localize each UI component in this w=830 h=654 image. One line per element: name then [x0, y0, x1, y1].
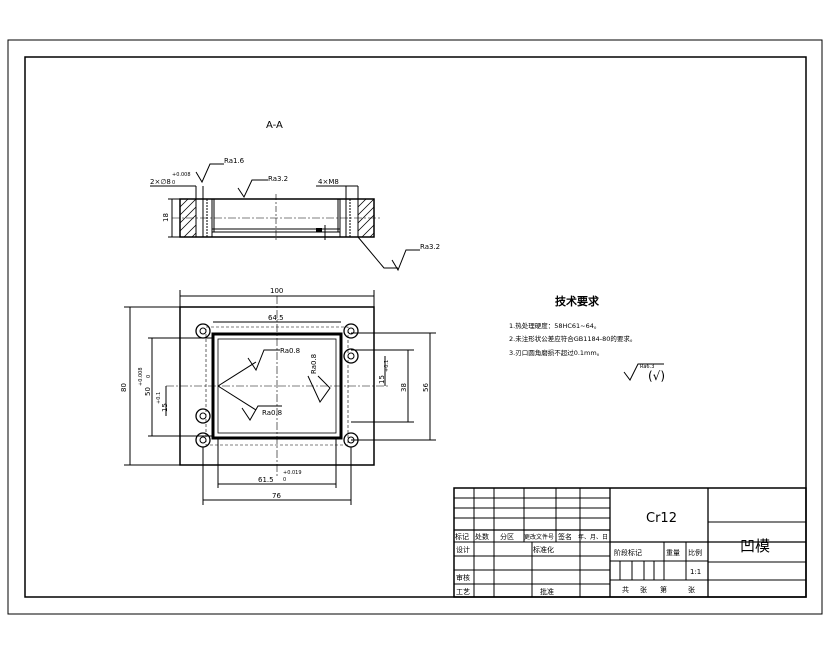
- svg-text:标记: 标记: [455, 532, 469, 541]
- hole-ml: [195, 408, 211, 424]
- hole-mr: [343, 348, 359, 364]
- svg-text:比例: 比例: [688, 548, 702, 557]
- svg-text:重量: 重量: [666, 549, 680, 557]
- part-name: 凹模: [740, 537, 770, 555]
- svg-text:签名: 签名: [558, 532, 572, 541]
- svg-text:审核: 审核: [456, 573, 470, 582]
- svg-text:Ra1.6: Ra1.6: [224, 157, 245, 165]
- tech-requirements: 技术要求 1.热处理硬度：58HC61~64。 2.未注形状公差应符合GB118…: [509, 294, 665, 383]
- material: Cr12: [646, 511, 677, 526]
- svg-text:分区: 分区: [500, 532, 514, 541]
- svg-text:80: 80: [120, 383, 128, 392]
- hole-bl: [195, 432, 211, 448]
- svg-text:0: 0: [146, 375, 152, 378]
- svg-text:38: 38: [400, 383, 408, 392]
- svg-text:2×∅8: 2×∅8: [150, 178, 171, 186]
- svg-text:工艺: 工艺: [456, 588, 470, 596]
- title-block: Cr12 凹模 标记 处数 分区 更改文件号 签名 年、月、日 设计 标准化 审…: [453, 487, 807, 598]
- svg-text:标准化: 标准化: [533, 545, 554, 554]
- tech-item: 1.热处理硬度：58HC61~64。: [509, 321, 600, 330]
- svg-text:设计: 设计: [456, 545, 470, 554]
- svg-text:0: 0: [172, 180, 175, 186]
- plan-view: [166, 296, 388, 476]
- roughness-symbols-plan: Ra0.8 Ra0.8 Ra0.8: [241, 347, 331, 421]
- tech-item: 3.刃口圆角磨损不超过0.1mm。: [509, 348, 603, 357]
- svg-text:0: 0: [283, 477, 286, 483]
- section-label: A-A: [266, 120, 283, 131]
- svg-text:100: 100: [270, 287, 283, 295]
- svg-text:Ra0.8: Ra0.8: [280, 347, 300, 355]
- svg-text:+0.1: +0.1: [384, 360, 390, 372]
- svg-text:Ra6.3: Ra6.3: [640, 364, 654, 370]
- svg-text:张: 张: [640, 585, 647, 594]
- plan-dims: 100 64.5 80 50 +0.008 0 15 +0.1 15 +0.1 …: [120, 287, 436, 505]
- svg-text:50: 50: [144, 387, 152, 396]
- svg-text:76: 76: [272, 492, 281, 500]
- svg-text:第: 第: [660, 585, 667, 594]
- svg-text:4×M8: 4×M8: [318, 178, 339, 186]
- svg-text:+0.008: +0.008: [138, 367, 144, 386]
- tech-title: 技术要求: [555, 294, 600, 308]
- svg-text:Ra3.2: Ra3.2: [268, 175, 288, 183]
- svg-text:Ra3.2: Ra3.2: [420, 243, 440, 251]
- svg-text:15: 15: [378, 375, 386, 384]
- tech-item: 2.未注形状公差应符合GB1184-80的要求。: [509, 334, 636, 343]
- svg-text:(√): (√): [648, 369, 665, 383]
- svg-text:56: 56: [422, 383, 430, 392]
- svg-text:61.5: 61.5: [258, 476, 274, 484]
- section-view: [172, 194, 382, 240]
- svg-text:共: 共: [622, 585, 629, 594]
- roughness-symbols-section: Ra1.6 Ra3.2 Ra3.2: [195, 157, 440, 272]
- inner-frame: [24, 56, 807, 598]
- svg-text:年、月、日: 年、月、日: [578, 533, 608, 541]
- svg-text:Ra0.8: Ra0.8: [310, 354, 318, 374]
- svg-text:Ra0.8: Ra0.8: [262, 409, 282, 417]
- svg-text:15: 15: [161, 403, 169, 412]
- svg-text:+0.1: +0.1: [156, 392, 162, 404]
- svg-text:批准: 批准: [540, 587, 554, 596]
- hole-tl: [195, 323, 211, 339]
- svg-text:+0.019: +0.019: [283, 470, 302, 476]
- svg-text:+0.008: +0.008: [172, 172, 191, 178]
- hatch-left: [179, 198, 197, 238]
- svg-text:64.5: 64.5: [268, 314, 284, 322]
- svg-text:张: 张: [688, 585, 695, 594]
- svg-text:更改文件号: 更改文件号: [524, 533, 554, 541]
- outer-frame: [7, 39, 823, 615]
- hatch-right: [357, 198, 375, 238]
- svg-text:18: 18: [162, 213, 170, 222]
- svg-text:1:1: 1:1: [690, 568, 701, 576]
- svg-text:处数: 处数: [475, 532, 489, 541]
- section-dims: 2×∅8 +0.008 0 4×M8 18: [150, 172, 359, 238]
- hole-tr: [343, 323, 359, 339]
- svg-text:阶段标记: 阶段标记: [614, 548, 642, 557]
